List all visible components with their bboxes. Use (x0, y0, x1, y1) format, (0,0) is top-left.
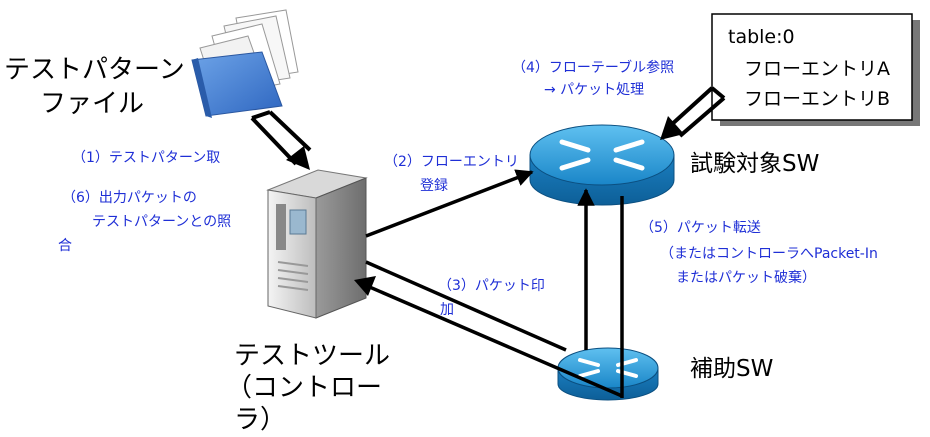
flow-table-title: table:0 (728, 26, 795, 48)
step4-label-2: → パケット処理 (544, 82, 645, 98)
flow-table-box (711, 13, 913, 121)
arrow-step4-head (660, 116, 684, 140)
flow-entry-b: フローエントリB (744, 88, 891, 110)
test-pattern-file-icon (191, 9, 299, 118)
test-pattern-file-label-2: ファイル (40, 89, 145, 119)
test-tool-label-1: テストツール (234, 341, 391, 371)
test-tool-server-icon (266, 169, 368, 319)
step6-label-1: （6）出力パケットの (62, 190, 197, 206)
step5-label-2: （またはコントローラへPacket-In (660, 246, 878, 262)
step3-label-1: （3）パケット印 (438, 278, 545, 294)
test-tool-label-3: ラ） (234, 405, 287, 435)
step3-label-2: 加 (440, 302, 454, 318)
flow-entry-a: フローエントリA (744, 58, 890, 80)
arrow-step3-head (354, 276, 376, 296)
arrow-step1 (250, 110, 312, 166)
test-pattern-file-label-1: テストパターン (4, 55, 185, 85)
target-switch-label: 試験対象SW (690, 151, 820, 177)
step2-label-1: （2）フローエントリ (384, 154, 519, 170)
step5-label-1: （5）パケット転送 (640, 220, 761, 236)
step4-label-1: （4）フローテーブル参照 (512, 60, 675, 76)
step5-label-3: またはパケット破棄） (676, 270, 816, 286)
aux-switch-label: 補助SW (690, 356, 774, 382)
step6-label-3: 合 (58, 238, 72, 254)
test-tool-label-2: （コントロー (226, 373, 383, 403)
arrow-step3 (357, 260, 623, 398)
step1-label: （1）テストパターン取 (72, 150, 221, 166)
arrow-step4 (668, 86, 726, 138)
step6-label-2: テストパターンとの照 (92, 214, 232, 230)
arrow-step1-head (286, 146, 310, 170)
aux-switch-icon (557, 347, 659, 401)
arrow-step2 (365, 169, 534, 238)
step2-label-2: 登録 (420, 178, 448, 194)
target-switch-icon (529, 124, 675, 206)
